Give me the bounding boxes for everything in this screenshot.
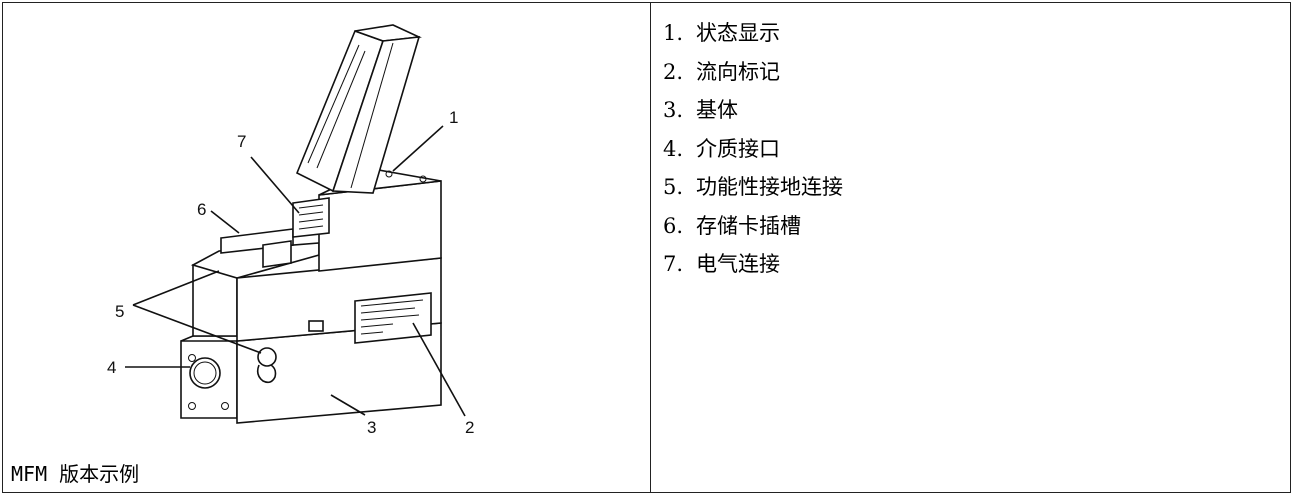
legend-text: 电气连接 [696,252,780,276]
callout-4: 4 [107,358,116,377]
legend-text: 基体 [696,98,738,122]
legend-item: 5. 功能性接地连接 [663,175,843,199]
legend-text: 功能性接地连接 [696,175,843,199]
callout-3: 3 [367,418,376,437]
legend-number: 1. [663,21,684,45]
leader-line-3 [330,394,366,416]
electrical-connector [292,197,330,238]
legend-number: 3. [663,98,684,122]
legend-number: 2. [663,59,684,84]
leader-line-2 [412,322,466,417]
callout-5: 5 [115,302,124,321]
legend-number: 7. [663,252,684,276]
type-label [354,292,432,344]
legend-item: 1. 状态显示 [663,21,843,45]
callout-7: 7 [237,132,246,151]
legend-text: 存储卡插槽 [696,213,801,238]
leader-line-7 [250,156,300,214]
legend-cell: 1. 状态显示 2. 流向标记 3. 基体 4. 介质接口 5. 功能性接地连接 6. 存储… [651,2,1291,493]
lid-side [331,36,421,194]
device-illustration: 1 2 3 4 5 6 7 [107,24,474,437]
callout-6: 6 [197,200,206,219]
legend-item: 3. 基体 [663,98,843,122]
legend-text: 状态显示 [696,21,780,45]
ground-lug-icon [256,364,277,384]
ground-screw-icon [257,347,277,367]
legend-text: 介质接口 [696,136,780,161]
legend-number: 4. [663,136,684,161]
legend-item: 4. 介质接口 [663,137,843,161]
callout-1: 1 [449,108,458,127]
legend-item: 6. 存储卡插槽 [663,214,843,238]
leader-line-1 [392,125,444,172]
legend-list: 1. 状态显示 2. 流向标记 3. 基体 4. 介质接口 5. 功能性接地连接 6. 存储… [663,21,843,291]
legend-number: 6. [663,213,684,238]
flow-direction-mark [308,320,324,332]
legend-item: 7. 电气连接 [663,252,843,276]
figure-cell: 1 2 3 4 5 6 7 MFM 版本示例 [2,2,651,493]
legend-item: 2. 流向标记 [663,60,843,84]
figure-caption: MFM 版本示例 [11,462,140,486]
leader-line-6 [210,210,240,234]
leader-line-5b [132,304,262,354]
legend-text: 流向标记 [696,59,780,84]
leader-line-5a [132,270,220,306]
legend-number: 5. [663,175,684,199]
callout-2: 2 [465,418,474,437]
